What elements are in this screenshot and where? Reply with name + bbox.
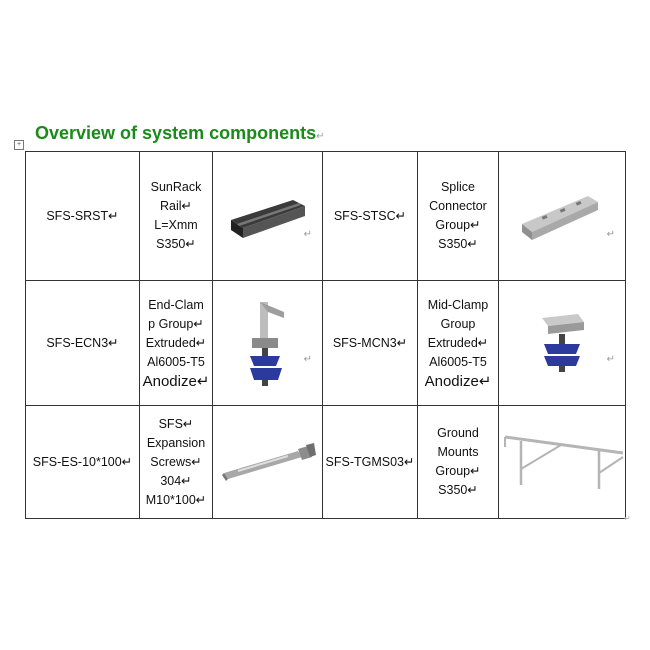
desc-line: Mid-Clamp xyxy=(427,297,489,312)
part-description-cell: Splice Connector Group↵ S350↵ xyxy=(417,151,499,281)
components-table: SFS-SRST↵ SunRack Rail↵ L=Xmm S350↵ ↵ SF… xyxy=(25,151,626,519)
paragraph-mark: ↵ xyxy=(303,354,312,365)
desc-line: S350↵ xyxy=(438,237,478,251)
end-clamp-icon xyxy=(249,302,284,386)
desc-line: Expansion xyxy=(146,435,206,450)
mid-clamp-icon xyxy=(542,314,584,372)
part-image-cell: ↵ xyxy=(498,151,626,281)
part-code-cell: SFS-SRST↵ xyxy=(25,151,140,281)
table-anchor-icon[interactable]: + xyxy=(14,140,24,150)
part-description-cell: Mid-Clamp Group Extruded↵ Al6005-T5 Anod… xyxy=(417,280,499,406)
document-title-text: Overview of system components xyxy=(35,123,317,143)
paragraph-mark: ↵ xyxy=(303,229,312,240)
paragraph-mark: ↵ xyxy=(624,514,631,523)
desc-line: L=Xmm xyxy=(154,218,198,232)
part-code-cell: SFS-MCN3↵ xyxy=(322,280,418,406)
desc-line: Al6005-T5 xyxy=(147,354,205,369)
part-image-cell: ↵ xyxy=(212,151,323,281)
desc-line: Anodize↵ xyxy=(424,372,492,390)
desc-line: Extruded↵ xyxy=(145,335,207,350)
desc-line: Extruded↵ xyxy=(427,335,489,350)
ground-mount-frame-icon xyxy=(504,435,624,489)
desc-line: p Group↵ xyxy=(148,316,204,331)
part-code-cell: SFS-STSC↵ xyxy=(322,151,418,281)
part-description-cell: SunRack Rail↵ L=Xmm S350↵ xyxy=(139,151,213,281)
rail-profile-icon xyxy=(230,200,305,238)
part-image-cell: ↵ xyxy=(498,280,626,406)
desc-line: Group xyxy=(440,316,476,331)
document-title: Overview of system components↵ xyxy=(35,123,324,144)
desc-line: Group↵ xyxy=(435,464,481,478)
splice-connector-icon xyxy=(522,196,598,240)
desc-line: Mounts xyxy=(437,445,479,459)
desc-line: Screws↵ xyxy=(150,454,202,469)
part-description-cell: SFS↵ Expansion Screws↵ 304↵ M10*100↵ xyxy=(139,405,213,519)
paragraph-mark: ↵ xyxy=(606,229,615,240)
desc-line: Ground xyxy=(437,426,479,440)
desc-line: End-Clam xyxy=(148,297,204,312)
desc-line: SunRack xyxy=(150,180,202,194)
table-row: SFS-ECN3↵ End-Clam p Group↵ Extruded↵ Al… xyxy=(25,280,626,406)
desc-line: Connector xyxy=(429,199,487,213)
desc-line: Splice xyxy=(440,180,476,194)
part-code-cell: SFS-ES-10*100↵ xyxy=(25,405,140,519)
part-image-cell xyxy=(212,405,323,519)
desc-line: SFS↵ xyxy=(158,416,194,431)
part-image-cell xyxy=(498,405,626,519)
table-row: SFS-SRST↵ SunRack Rail↵ L=Xmm S350↵ ↵ SF… xyxy=(25,151,626,281)
expansion-screw-icon xyxy=(221,443,316,481)
table-row: SFS-ES-10*100↵ SFS↵ Expansion Screws↵ 30… xyxy=(25,405,626,519)
desc-line: Anodize↵ xyxy=(142,372,210,390)
desc-line: Al6005-T5 xyxy=(429,354,487,369)
desc-line: Group↵ xyxy=(435,218,481,232)
part-code-cell: SFS-TGMS03↵ xyxy=(322,405,418,519)
paragraph-mark: ↵ xyxy=(316,131,325,142)
part-image-cell: ↵ xyxy=(212,280,323,406)
paragraph-mark: ↵ xyxy=(606,354,615,365)
desc-line: M10*100↵ xyxy=(145,492,207,507)
part-description-cell: End-Clam p Group↵ Extruded↵ Al6005-T5 An… xyxy=(139,280,213,406)
desc-line: S350↵ xyxy=(156,237,196,251)
part-code-cell: SFS-ECN3↵ xyxy=(25,280,140,406)
desc-line: S350↵ xyxy=(438,483,478,497)
desc-line: 304↵ xyxy=(160,473,192,488)
part-description-cell: Ground Mounts Group↵ S350↵ xyxy=(417,405,499,519)
desc-line: Rail↵ xyxy=(159,199,192,213)
